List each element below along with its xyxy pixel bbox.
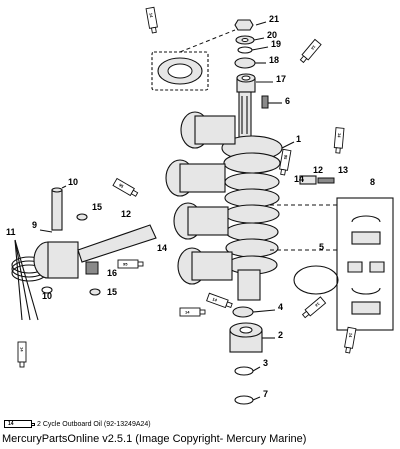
exploded-piston xyxy=(11,187,157,296)
callout-c13: 13 xyxy=(338,165,348,175)
lube-tube-t1: 14 xyxy=(145,6,158,34)
callout-c7: 7 xyxy=(263,389,268,399)
lube-tube-icon: 14 xyxy=(4,420,35,428)
callout-layer: 1234567891010111212131414151516171819202… xyxy=(6,14,375,399)
lube-tube-label: 14 xyxy=(314,301,321,308)
callout-c14b: 14 xyxy=(157,243,167,253)
callout-c2: 2 xyxy=(278,330,283,340)
rod-12 xyxy=(77,224,157,263)
lube-tube-label: 14 xyxy=(310,44,317,51)
seal-magnified-inset xyxy=(151,29,236,91)
page-caption: MercuryPartsOnline v2.5.1 (Image Copyrig… xyxy=(2,433,307,445)
callout-c18: 18 xyxy=(269,55,279,65)
lube-tube-t4: 95 xyxy=(279,148,292,176)
lube-tube-label: 14 xyxy=(212,296,219,302)
lube-tube-t2: 14 xyxy=(299,38,322,64)
ring-3 xyxy=(234,366,254,376)
key-6 xyxy=(261,95,269,109)
rod-cap-hardware xyxy=(299,175,335,185)
lube-tube-t10: 14 xyxy=(344,326,357,354)
ring-19 xyxy=(237,46,253,54)
lubricant-legend: 14 2 Cycle Outboard Oil (92-13249A24) xyxy=(4,418,151,430)
seal-18 xyxy=(234,57,256,69)
callout-c11: 11 xyxy=(6,227,16,237)
callout-c14a: 14 xyxy=(294,174,304,184)
callout-c3: 3 xyxy=(263,358,268,368)
callout-c19: 19 xyxy=(271,39,281,49)
nut-21 xyxy=(234,19,254,31)
callout-c4: 4 xyxy=(278,302,283,312)
lube-tube-label: 14 xyxy=(148,12,154,18)
callout-c8: 8 xyxy=(370,177,375,187)
lube-tube-label: 14 xyxy=(337,133,342,139)
lube-tube-label: 14 xyxy=(185,310,190,315)
lube-tube-label: 14 xyxy=(20,347,25,352)
callout-c15a: 15 xyxy=(92,202,102,212)
lube-tube-label: 95 xyxy=(118,182,125,189)
leader-lines xyxy=(14,21,295,401)
upper-bearing-stack xyxy=(234,19,256,93)
lube-tube-t5: 95 xyxy=(112,177,139,197)
lube-tube-t3: 14 xyxy=(333,127,345,154)
lower-bearing-stack xyxy=(229,306,263,405)
callout-c16: 16 xyxy=(107,268,117,278)
callout-c21: 21 xyxy=(269,14,279,24)
wrist-pin-9 xyxy=(51,189,63,231)
callout-c17: 17 xyxy=(276,74,286,84)
callout-c6: 6 xyxy=(285,96,290,106)
lube-tube-label: 95 xyxy=(283,154,289,160)
callout-c10b: 10 xyxy=(42,291,52,301)
crankshaft xyxy=(221,91,283,301)
callout-c20: 20 xyxy=(267,30,277,40)
piston-assemblies xyxy=(165,111,236,285)
seal-4 xyxy=(232,306,254,318)
clip-10b xyxy=(41,286,53,294)
legend-text: 2 Cycle Outboard Oil (92-13249A24) xyxy=(37,420,151,428)
bearing-16 xyxy=(85,261,99,275)
lube-tube-t6: 95 xyxy=(117,259,144,269)
washer-15a xyxy=(76,213,88,221)
washer-15b xyxy=(89,288,101,296)
callout-c15b: 15 xyxy=(107,287,117,297)
lube-tube-t11: 14 xyxy=(17,341,27,368)
callout-c1: 1 xyxy=(296,134,301,144)
lube-tube-t7: 14 xyxy=(179,307,206,317)
callout-c5: 5 xyxy=(319,242,324,252)
callout-c9: 9 xyxy=(32,220,37,230)
lube-tube-label: 95 xyxy=(123,262,128,267)
lube-tube-t9: 14 xyxy=(301,296,327,319)
lube-tube-t8: 14 xyxy=(206,292,233,309)
callout-c12b: 12 xyxy=(121,209,131,219)
callout-c10a: 10 xyxy=(68,177,78,187)
ring-5 xyxy=(293,265,339,295)
ring-7 xyxy=(234,395,254,405)
lube-tube-label: 14 xyxy=(348,332,354,338)
bearing-kit-8 xyxy=(270,197,394,331)
callout-c12a: 12 xyxy=(313,165,323,175)
